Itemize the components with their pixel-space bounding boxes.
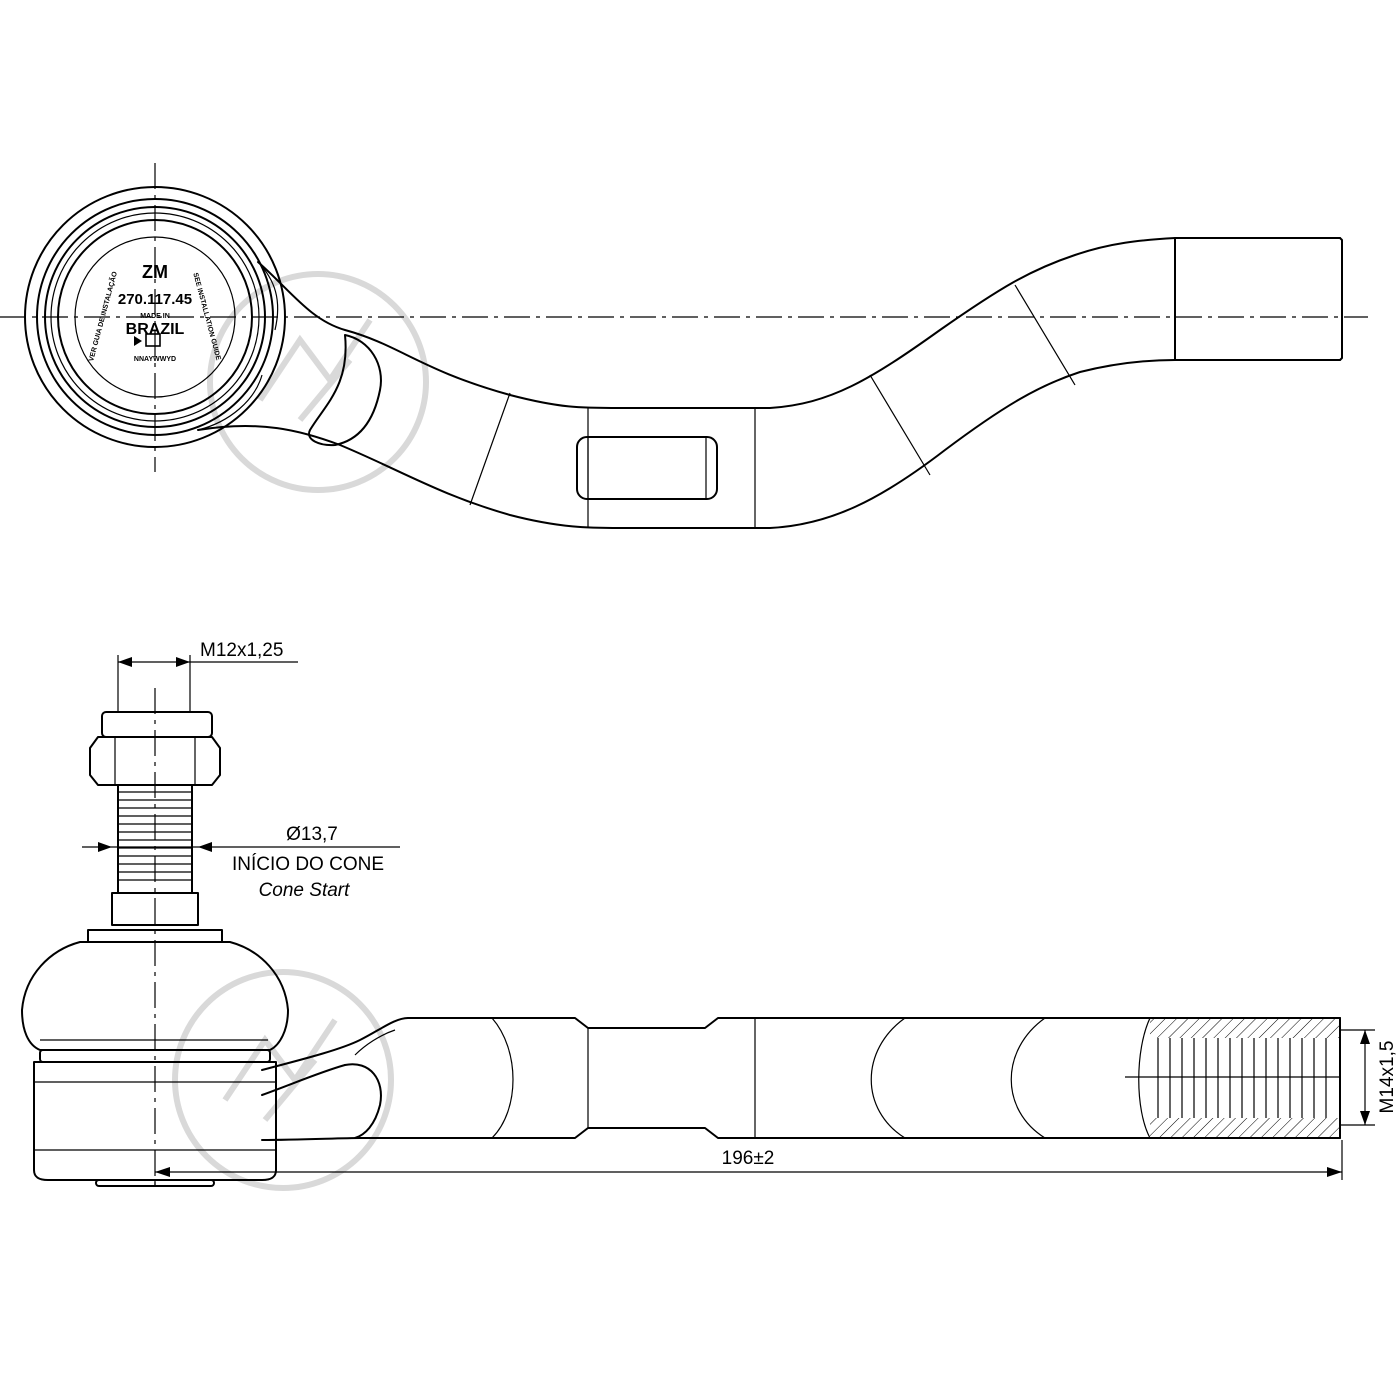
stamp-ring-text-left: VER GUIA DE INSTALAÇÃO — [86, 270, 119, 362]
dimension-label-cone-diameter: Ø13,7 — [286, 824, 338, 845]
ball-socket-housing — [24, 186, 286, 448]
tie-rod-arm — [197, 237, 1343, 529]
dimension-label-rod-thread: M14x1,5 — [1377, 1041, 1398, 1114]
side-view: M12x1,25 Ø13,7 INÍCIO DO CONE Cone Start… — [21, 640, 1398, 1187]
top-view: ZM 270.117.45 MADE IN BRAZIL NNAYWWYD VE… — [0, 163, 1368, 529]
stamp-date-code: NNAYWWYD — [134, 356, 176, 363]
housing-neck — [261, 1017, 409, 1141]
stamp-country: BRAZIL — [126, 321, 185, 338]
stamp-part-number: 270.117.45 — [118, 291, 192, 308]
dimension-label-cone-start-pt: INÍCIO DO CONE — [232, 854, 384, 875]
zm-logo-watermark-icon — [172, 969, 394, 1191]
part-stamp: ZM — [142, 262, 168, 282]
dimension-label-stud-thread: M12x1,25 — [200, 640, 283, 661]
dimension-label-overall-length: 196±2 — [722, 1148, 775, 1169]
dimension-rod-thread: M14x1,5 — [1340, 1029, 1398, 1126]
dimension-label-cone-start-en: Cone Start — [259, 880, 351, 901]
dimension-stud-thread: M12x1,25 — [117, 640, 298, 712]
stamp-made-in: MADE IN — [140, 313, 170, 320]
stamp-brand: ZM — [142, 262, 168, 282]
rod-thread-section — [1150, 1018, 1340, 1138]
castle-nut — [89, 711, 221, 786]
dimension-cone-diameter: Ø13,7 INÍCIO DO CONE Cone Start — [82, 824, 400, 901]
zm-logo-watermark-icon — [207, 271, 429, 493]
mold-triangle-icon — [134, 333, 161, 347]
dimension-overall-length: 196±2 — [154, 1140, 1343, 1185]
threaded-stud — [111, 784, 199, 926]
